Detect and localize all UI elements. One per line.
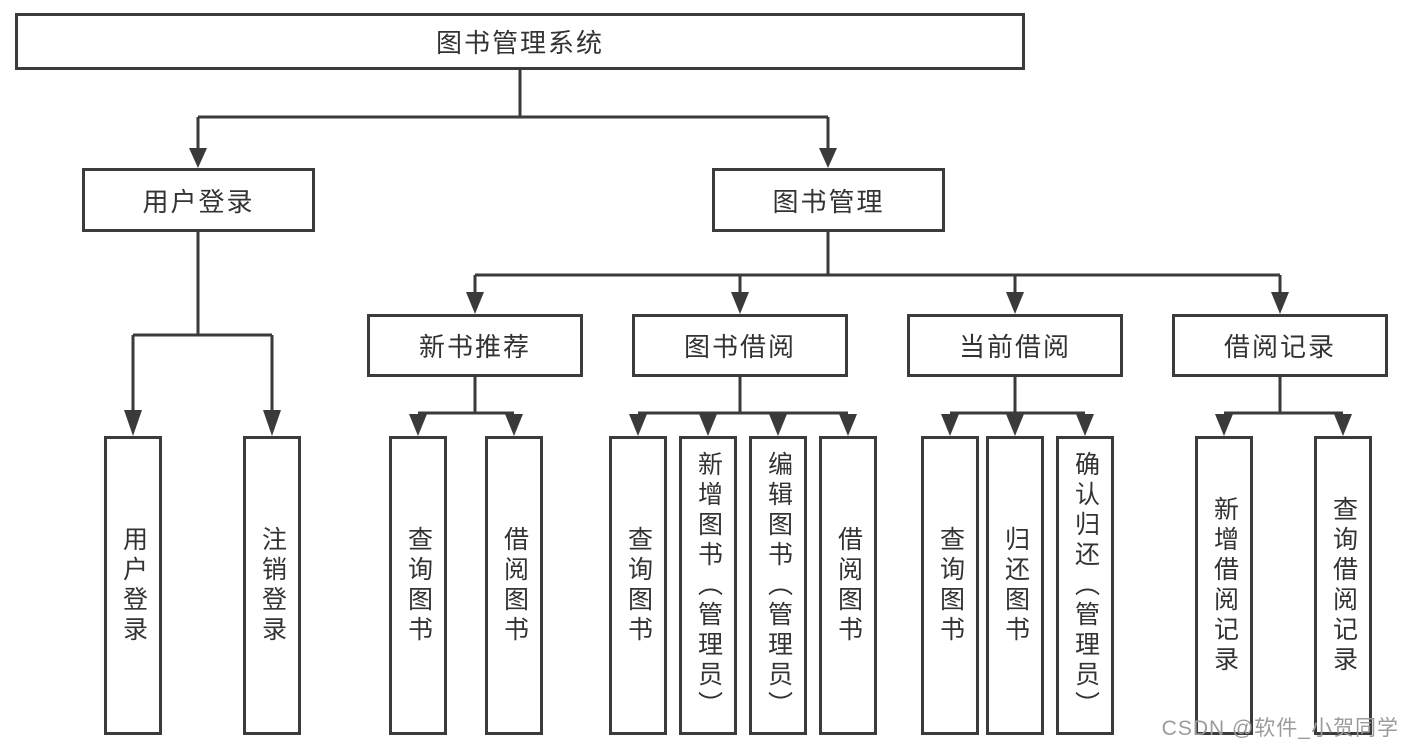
leaf-borrow-books-recommend: 借阅图书 [485, 436, 543, 735]
leaf-user-login-label: 用户登录 [119, 525, 148, 646]
leaf-borrow-books: 借阅图书 [819, 436, 877, 735]
leaf-edit-book-admin-label: 编辑图书（管理员） [764, 450, 793, 721]
node-book-management-label: 图书管理 [772, 186, 885, 217]
node-new-book-recommend: 新书推荐 [367, 314, 583, 377]
leaf-return-book: 归还图书 [986, 436, 1044, 735]
leaf-edit-book-admin: 编辑图书（管理员） [749, 436, 807, 735]
leaf-query-borrow-record-label: 查询借阅记录 [1329, 495, 1358, 676]
leaf-borrow-books-label: 借阅图书 [834, 525, 863, 646]
leaf-query-books-borrow: 查询图书 [609, 436, 667, 735]
node-book-borrow-label: 图书借阅 [683, 332, 796, 362]
connector-user-login-children [124, 232, 281, 436]
leaf-query-books-borrow-label: 查询图书 [624, 525, 653, 646]
leaf-confirm-return-admin-label: 确认归还（管理员） [1071, 450, 1100, 721]
leaf-user-login: 用户登录 [104, 436, 162, 735]
connector-current-borrow-children [941, 377, 1094, 436]
leaf-logout: 注销登录 [243, 436, 301, 735]
node-book-borrow: 图书借阅 [632, 314, 848, 377]
node-book-management: 图书管理 [712, 168, 945, 232]
leaf-query-books-current: 查询图书 [921, 436, 979, 735]
node-borrow-records: 借阅记录 [1172, 314, 1388, 377]
csdn-watermark: CSDN @软件_小贺同学 [1161, 717, 1399, 740]
node-current-borrow: 当前借阅 [907, 314, 1123, 377]
leaf-borrow-books-recommend-label: 借阅图书 [500, 525, 529, 646]
node-user-login: 用户登录 [82, 168, 315, 232]
connector-book-borrow-children [629, 377, 857, 436]
node-new-book-recommend-label: 新书推荐 [418, 332, 531, 362]
leaf-add-borrow-record-label: 新增借阅记录 [1210, 495, 1239, 676]
node-root-label: 图书管理系统 [435, 28, 604, 58]
leaf-query-books-recommend: 查询图书 [389, 436, 447, 735]
connector-borrow-records-children [1215, 377, 1352, 436]
leaf-add-book-admin-label: 新增图书（管理员） [694, 450, 723, 721]
leaf-query-borrow-record: 查询借阅记录 [1314, 436, 1372, 735]
connector-new-book-recommend-children [409, 377, 523, 436]
node-current-borrow-label: 当前借阅 [958, 332, 1071, 362]
connector-root-to-level2 [189, 70, 837, 168]
leaf-query-books-recommend-label: 查询图书 [404, 525, 433, 646]
leaf-return-book-label: 归还图书 [1001, 525, 1030, 646]
leaf-confirm-return-admin: 确认归还（管理员） [1056, 436, 1114, 735]
leaf-add-borrow-record: 新增借阅记录 [1195, 436, 1253, 735]
leaf-query-books-current-label: 查询图书 [936, 525, 965, 646]
leaf-logout-label: 注销登录 [258, 525, 287, 646]
leaf-add-book-admin: 新增图书（管理员） [679, 436, 737, 735]
node-root: 图书管理系统 [15, 13, 1025, 70]
node-borrow-records-label: 借阅记录 [1223, 332, 1336, 362]
connector-book-management-level3 [466, 232, 1289, 314]
node-user-login-label: 用户登录 [142, 186, 255, 217]
